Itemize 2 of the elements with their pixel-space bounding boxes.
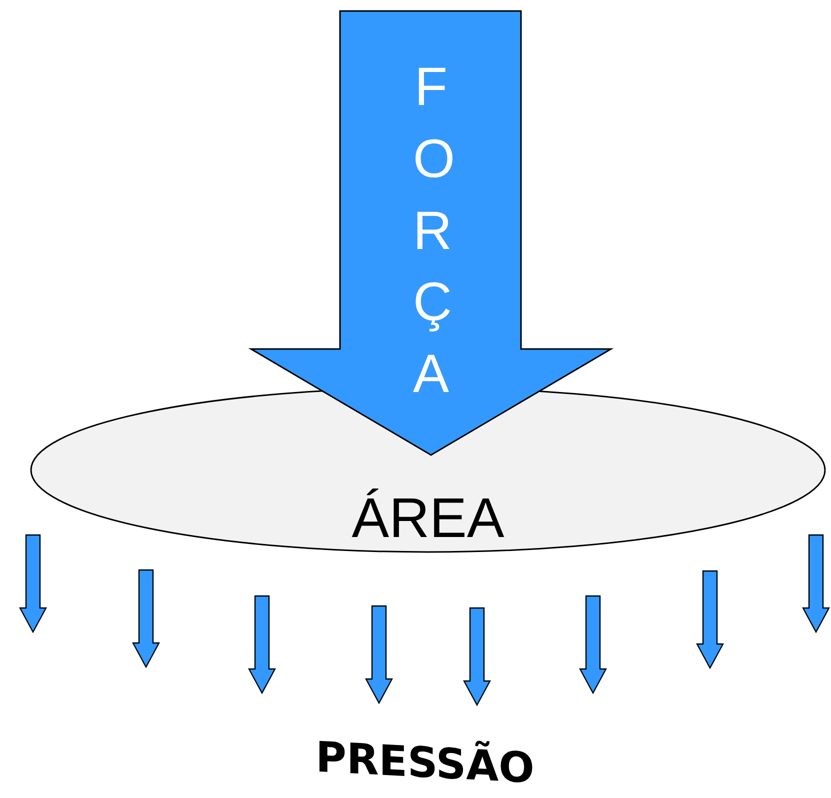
area-label: ÁREA — [350, 485, 506, 550]
pressure-label: PRESSÃO — [314, 731, 536, 794]
